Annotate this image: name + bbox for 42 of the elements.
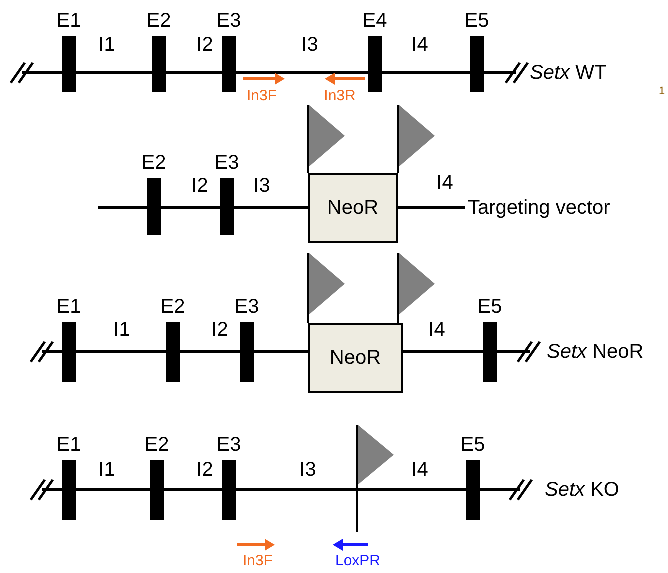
allele-label: Targeting vector (468, 198, 610, 218)
exon-label: E1 (56, 295, 82, 319)
exon-label: E3 (234, 295, 260, 319)
cassette-box (308, 323, 403, 393)
exon-label: E4 (362, 9, 388, 33)
allele-label: Setx KO (545, 480, 620, 500)
intron-label: I2 (192, 176, 208, 196)
intron-label: I2 (196, 460, 214, 480)
primer-label: LoxPR (335, 554, 381, 568)
intron-label: I3 (302, 35, 318, 55)
exon-label: E3 (214, 151, 240, 175)
intron-label: I1 (98, 460, 116, 480)
intron-label: I4 (412, 35, 428, 55)
exon-label: E5 (464, 9, 490, 33)
exon-label: E2 (146, 9, 172, 33)
allele-label: Setx WT (530, 63, 607, 83)
stray-mark: 1 (659, 86, 666, 98)
intron-label: I4 (436, 173, 454, 193)
primer-label: In3F (247, 88, 277, 104)
exon-label: E2 (160, 295, 186, 319)
exon-label: E1 (56, 433, 82, 457)
exon-label: E2 (144, 433, 170, 457)
cassette-box (308, 173, 398, 243)
allele-label: Setx NeoR (547, 342, 644, 362)
exon-label: E2 (142, 151, 166, 175)
cassette-label: NeoR (330, 346, 382, 371)
intron-label: I2 (196, 35, 214, 55)
exon-label: E5 (478, 295, 502, 319)
exon-label: E3 (216, 433, 242, 457)
cassette-label: NeoR (327, 196, 379, 221)
intron-label: I3 (254, 176, 270, 196)
intron-label: I3 (300, 460, 316, 480)
intron-label: I4 (428, 320, 446, 340)
primer-label: In3F (243, 554, 273, 568)
exon-label: E3 (216, 9, 242, 33)
intron-label: I4 (412, 460, 428, 480)
exon-label: E1 (56, 9, 82, 33)
exon-label: E5 (460, 433, 486, 457)
intron-label: I2 (212, 320, 228, 340)
intron-label: I1 (98, 35, 116, 55)
primer-label: In3R (324, 88, 356, 104)
intron-label: I1 (114, 320, 130, 340)
